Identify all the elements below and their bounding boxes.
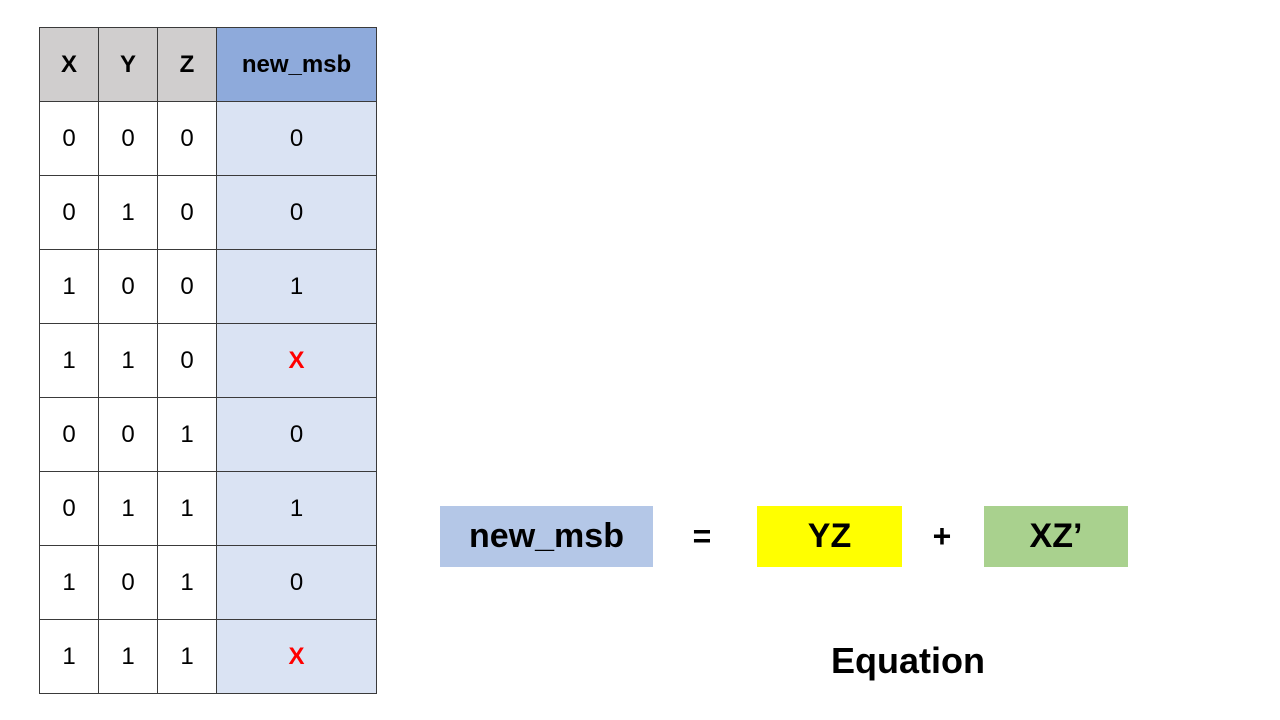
- cell-y: 1: [98, 323, 158, 398]
- cell-y: 0: [98, 545, 158, 620]
- table-row: 0 1 0 0: [39, 175, 377, 250]
- cell-y: 1: [98, 471, 158, 546]
- equation-term-yz: YZ: [757, 506, 902, 567]
- plus-sign: +: [932, 518, 952, 554]
- cell-z: 0: [157, 323, 217, 398]
- table-header-row: X Y Z new_msb: [39, 27, 377, 102]
- cell-x: 0: [39, 397, 99, 472]
- table-row: 1 1 1 X: [39, 619, 377, 694]
- cell-z: 1: [157, 545, 217, 620]
- equals-sign: =: [692, 518, 712, 554]
- cell-new-msb: X: [216, 619, 377, 694]
- equation-lhs: new_msb: [440, 506, 653, 567]
- cell-z: 0: [157, 249, 217, 324]
- cell-new-msb: 1: [216, 249, 377, 324]
- cell-x: 1: [39, 545, 99, 620]
- table-row: 0 0 1 0: [39, 397, 377, 472]
- cell-x: 1: [39, 249, 99, 324]
- cell-new-msb: X: [216, 323, 377, 398]
- header-new-msb: new_msb: [216, 27, 377, 102]
- cell-z: 1: [157, 619, 217, 694]
- equation-term-xz-prime: XZ’: [984, 506, 1128, 567]
- table-row: 1 0 1 0: [39, 545, 377, 620]
- cell-y: 0: [98, 249, 158, 324]
- equation-caption: Equation: [831, 640, 985, 681]
- table-row: 1 1 0 X: [39, 323, 377, 398]
- cell-x: 0: [39, 101, 99, 176]
- cell-new-msb: 0: [216, 545, 377, 620]
- cell-z: 0: [157, 175, 217, 250]
- cell-z: 1: [157, 397, 217, 472]
- cell-y: 0: [98, 101, 158, 176]
- header-y: Y: [98, 27, 158, 102]
- cell-y: 1: [98, 619, 158, 694]
- table-row: 1 0 0 1: [39, 249, 377, 324]
- cell-x: 0: [39, 471, 99, 546]
- header-x: X: [39, 27, 99, 102]
- table-row: 0 1 1 1: [39, 471, 377, 546]
- cell-new-msb: 0: [216, 175, 377, 250]
- cell-new-msb: 0: [216, 397, 377, 472]
- table-row: 0 0 0 0: [39, 101, 377, 176]
- cell-y: 0: [98, 397, 158, 472]
- dont-care-mark: X: [288, 642, 305, 670]
- truth-table: X Y Z new_msb 0 0 0 0 0 1 0 0 1 0 0: [39, 27, 377, 694]
- cell-x: 1: [39, 323, 99, 398]
- cell-x: 0: [39, 175, 99, 250]
- cell-new-msb: 1: [216, 471, 377, 546]
- cell-z: 1: [157, 471, 217, 546]
- cell-z: 0: [157, 101, 217, 176]
- cell-x: 1: [39, 619, 99, 694]
- cell-new-msb: 0: [216, 101, 377, 176]
- header-z: Z: [157, 27, 217, 102]
- cell-y: 1: [98, 175, 158, 250]
- dont-care-mark: X: [288, 346, 305, 374]
